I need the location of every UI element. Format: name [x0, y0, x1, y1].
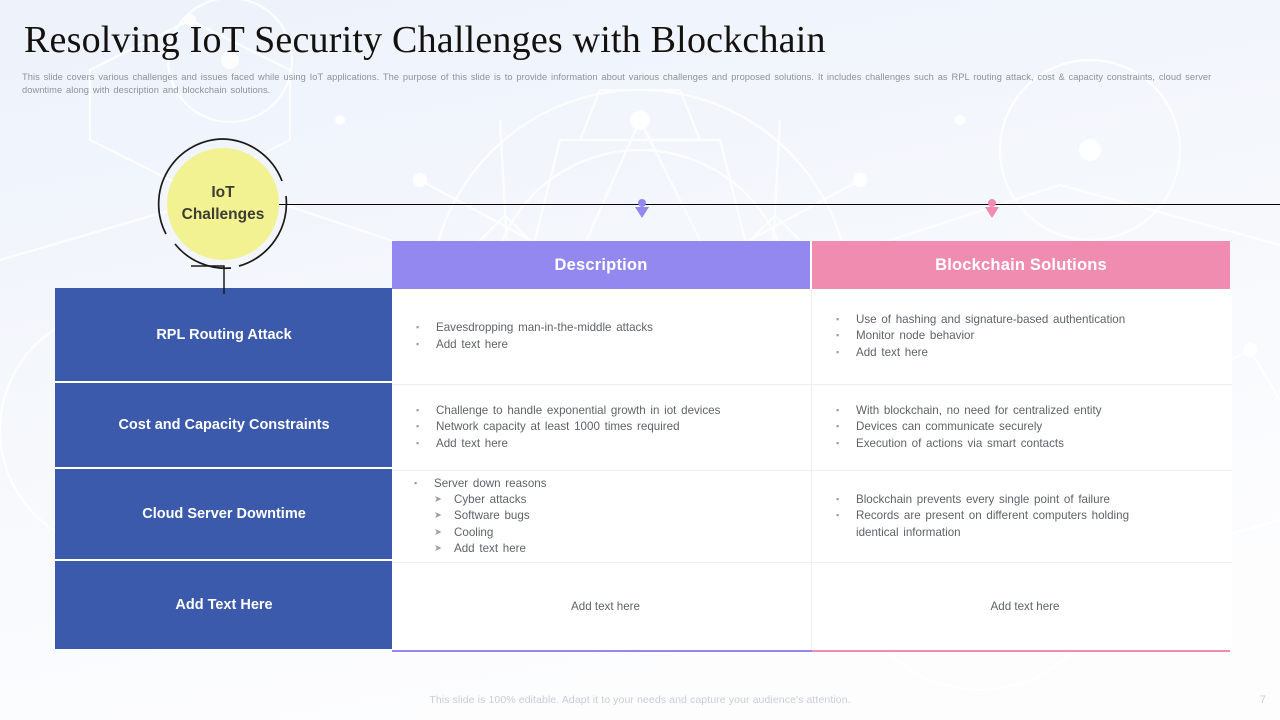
table-row: Challenge to handle exponential growth i… [392, 384, 1232, 470]
cell-description: Challenge to handle exponential growth i… [392, 385, 812, 470]
iot-challenges-node: IoT Challenges [153, 134, 293, 274]
description-marker [631, 199, 653, 218]
column-header-solutions: Blockchain Solutions [812, 241, 1230, 289]
list-item: Server down reasons [412, 475, 797, 492]
list-item: Add text here [834, 344, 1216, 361]
bullet-list: Challenge to handle exponential growth i… [414, 402, 797, 452]
list-item: Software bugs [412, 508, 797, 524]
column-header-text: Description [554, 255, 648, 274]
marker-triangle-icon [635, 207, 649, 218]
list-item: Eavesdropping man-in-the-middle attacks [414, 319, 797, 336]
page-subtitle: This slide covers various challenges and… [22, 72, 1212, 95]
page-number: 7 [1259, 694, 1266, 706]
row-label-text: Add Text Here [175, 597, 273, 613]
column-headers: Description Blockchain Solutions [392, 241, 1232, 289]
cell-description: Server down reasons Cyber attacks Softwa… [392, 471, 812, 562]
list-item: Network capacity at least 1000 times req… [414, 418, 797, 435]
list-item: Blockchain prevents every single point o… [834, 491, 1216, 508]
table-row-label: Cost and Capacity Constraints [55, 383, 393, 469]
list-item: Cyber attacks [412, 492, 797, 508]
row-label-text: Cost and Capacity Constraints [118, 417, 330, 433]
description-underline [392, 650, 812, 652]
column-header-description: Description [392, 241, 812, 289]
list-item: Monitor node behavior [834, 327, 1216, 344]
list-item: Challenge to handle exponential growth i… [414, 402, 797, 419]
cell-description: Eavesdropping man-in-the-middle attacks … [392, 289, 812, 384]
bullet-list: Use of hashing and signature-based authe… [834, 311, 1216, 361]
list-item: Execution of actions via smart contacts [834, 435, 1216, 452]
list-item: Cooling [412, 525, 797, 541]
solutions-underline [812, 650, 1230, 652]
cell-text: Add text here [990, 600, 1060, 613]
table-row: Server down reasons Cyber attacks Softwa… [392, 470, 1232, 562]
content-columns: Description Blockchain Solutions Eavesdr… [392, 241, 1232, 650]
row-label-text: RPL Routing Attack [156, 326, 292, 343]
list-item: Records are present on different compute… [834, 507, 1156, 540]
bullet-list: Blockchain prevents every single point o… [834, 491, 1216, 541]
row-label-text: Cloud Server Downtime [142, 506, 306, 522]
column-header-text: Blockchain Solutions [935, 255, 1107, 274]
cell-description: Add text here [392, 563, 812, 650]
solutions-marker [981, 199, 1003, 218]
list-item: Devices can communicate securely [834, 418, 1216, 435]
marker-triangle-icon [985, 207, 999, 218]
marker-dot [638, 199, 646, 207]
cell-solutions: With blockchain, no need for centralized… [812, 385, 1230, 470]
footer-note: This slide is 100% editable. Adapt it to… [429, 694, 851, 706]
marker-dot [988, 199, 996, 207]
cell-text: Add text here [571, 600, 640, 613]
spine-line [222, 203, 1280, 206]
list-item: Add text here [414, 435, 797, 452]
bullet-list: Eavesdropping man-in-the-middle attacks … [414, 319, 797, 353]
cell-solutions: Blockchain prevents every single point o… [812, 471, 1230, 562]
list-item: Use of hashing and signature-based authe… [834, 311, 1216, 328]
node-circle: IoT Challenges [167, 148, 279, 260]
table-row-label: Cloud Server Downtime [55, 469, 393, 561]
cell-solutions: Use of hashing and signature-based authe… [812, 289, 1230, 384]
list-item: With blockchain, no need for centralized… [834, 402, 1216, 419]
bullet-list: With blockchain, no need for centralized… [834, 402, 1216, 452]
label-column: RPL Routing Attack Cost and Capacity Con… [55, 288, 393, 649]
cell-solutions: Add text here [812, 563, 1230, 650]
page-title: Resolving IoT Security Challenges with B… [24, 19, 826, 61]
node-label: IoT Challenges [181, 184, 265, 223]
table-row-label: Add Text Here [55, 561, 393, 649]
table-row: Eavesdropping man-in-the-middle attacks … [392, 289, 1232, 384]
list-item: Add text here [414, 335, 797, 353]
table-row-label: RPL Routing Attack [55, 288, 393, 383]
table-row: Add text here Add text here [392, 562, 1232, 650]
bullet-list: Server down reasons Cyber attacks Softwa… [412, 475, 797, 557]
list-item: Add text here [412, 541, 797, 557]
